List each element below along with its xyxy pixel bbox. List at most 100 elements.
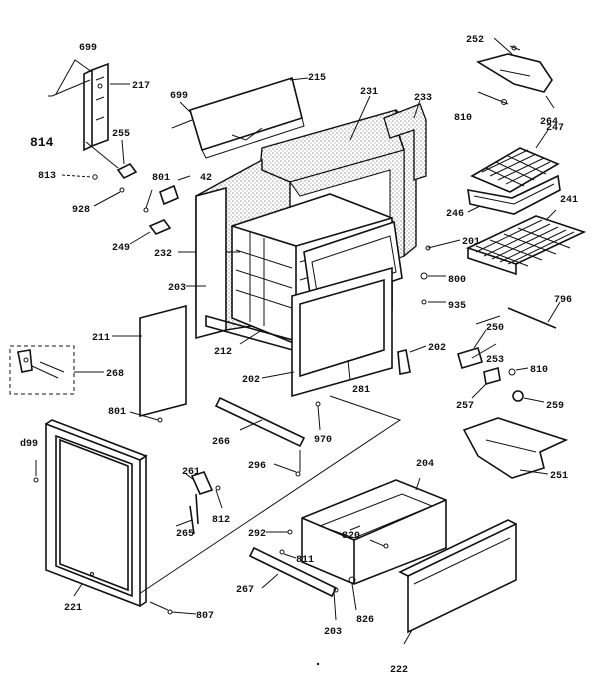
leader-261 <box>185 473 195 481</box>
screw-807 <box>167 609 173 615</box>
leader-221 <box>73 583 83 597</box>
screw-699-c <box>33 477 39 483</box>
part-label-970: 970 <box>314 435 332 446</box>
leader-202-a <box>261 371 295 379</box>
part-label-801-a: 801 <box>152 173 170 184</box>
part-label-814: 814 <box>30 135 54 150</box>
part-label-257: 257 <box>456 401 474 412</box>
part-label-204: 204 <box>416 459 434 470</box>
clip-257-part <box>483 366 501 386</box>
vent-panel-part <box>189 76 305 159</box>
rod-ext <box>475 315 501 325</box>
leader-801-a <box>145 189 153 209</box>
screw-935 <box>421 299 427 305</box>
screw-812 <box>215 485 221 491</box>
leader-257 <box>471 383 487 399</box>
screw-826 <box>348 576 356 584</box>
part-label-202-b: 202 <box>242 375 260 386</box>
leader-203-b <box>333 591 337 621</box>
broil-element-part <box>475 53 553 93</box>
post-292-part <box>397 349 411 375</box>
part-label-253: 253 <box>486 355 504 366</box>
leader-265 <box>175 519 193 527</box>
oven-rack-part <box>465 215 587 276</box>
screw-800 <box>420 272 428 280</box>
leader-246 <box>467 205 481 213</box>
part-label-251: 251 <box>550 471 568 482</box>
part-label-246: 246 <box>446 209 464 220</box>
leader-813 <box>61 174 93 178</box>
leader-814 <box>85 141 119 169</box>
knob-259-part <box>512 390 524 402</box>
part-label-259: 259 <box>546 401 564 412</box>
leader-928 <box>93 191 121 207</box>
part-label-699-a: 699 <box>79 43 97 54</box>
slide-rail-part <box>248 546 338 598</box>
leader-222 <box>403 629 413 645</box>
leader-42 <box>177 175 191 181</box>
leader-820 <box>369 539 385 547</box>
part-label-211: 211 <box>92 333 110 344</box>
switch-part <box>116 162 138 180</box>
screw-970 <box>315 401 321 407</box>
speck-mark <box>316 662 320 666</box>
part-label-796: 796 <box>554 295 572 306</box>
socket-part <box>457 347 483 369</box>
drawer-front-part <box>398 519 517 634</box>
part-label-252: 252 <box>466 35 484 46</box>
screw-811 <box>279 549 285 555</box>
part-label-264: 264 <box>540 117 558 128</box>
leader-292 <box>409 345 427 353</box>
screw-292-b <box>287 529 293 535</box>
part-label-261: 261 <box>182 467 200 478</box>
screw-801-b <box>157 417 163 423</box>
part-label-281: 281 <box>352 385 370 396</box>
leader-810-b <box>515 367 529 371</box>
broil-pan-part <box>467 174 561 215</box>
leader-247 <box>535 129 549 149</box>
part-label-292-b: 292 <box>248 529 266 540</box>
leader-807 <box>171 611 197 615</box>
leader-970 <box>317 405 321 431</box>
leader-231 <box>349 95 371 141</box>
part-label-810-b: 810 <box>530 365 548 376</box>
leader-250 <box>473 329 487 349</box>
screw-252 <box>511 45 517 51</box>
oven-door-part <box>45 419 148 608</box>
side-bracket-part <box>83 62 109 152</box>
leader-267 <box>261 573 279 589</box>
leader-796 <box>547 301 561 323</box>
part-label-801-b: 801 <box>108 407 126 418</box>
leader-699-b2 <box>179 101 191 113</box>
part-label-215: 215 <box>308 73 326 84</box>
bracket-289-part <box>148 219 172 235</box>
side-trim-part <box>195 186 227 340</box>
leader-252 <box>493 37 521 55</box>
leader-251 <box>519 469 549 475</box>
part-label-265: 265 <box>176 529 194 540</box>
leader-255 <box>121 139 125 165</box>
drawer-part <box>301 479 447 585</box>
leader-253 <box>471 343 497 359</box>
part-label-267: 267 <box>236 585 254 596</box>
part-label-935: 935 <box>448 301 466 312</box>
part-label-289: 249 <box>112 243 130 254</box>
leader-699-b <box>171 119 193 129</box>
leader-215 <box>289 77 309 81</box>
screw-810-a <box>501 99 507 105</box>
screw-813 <box>92 174 98 180</box>
guide-line <box>129 395 402 601</box>
leader-233 <box>413 99 421 119</box>
part-label-807: 807 <box>196 611 214 622</box>
shield-part <box>462 417 569 479</box>
leader-699-a2 <box>55 59 93 95</box>
rod-part <box>507 307 557 329</box>
part-label-241: 241 <box>560 195 578 206</box>
control-knob-part <box>189 471 214 535</box>
leader-810-a <box>477 91 509 105</box>
part-label-232: 232 <box>154 249 172 260</box>
screw-801-a <box>143 207 149 213</box>
leader-212 <box>239 329 263 345</box>
